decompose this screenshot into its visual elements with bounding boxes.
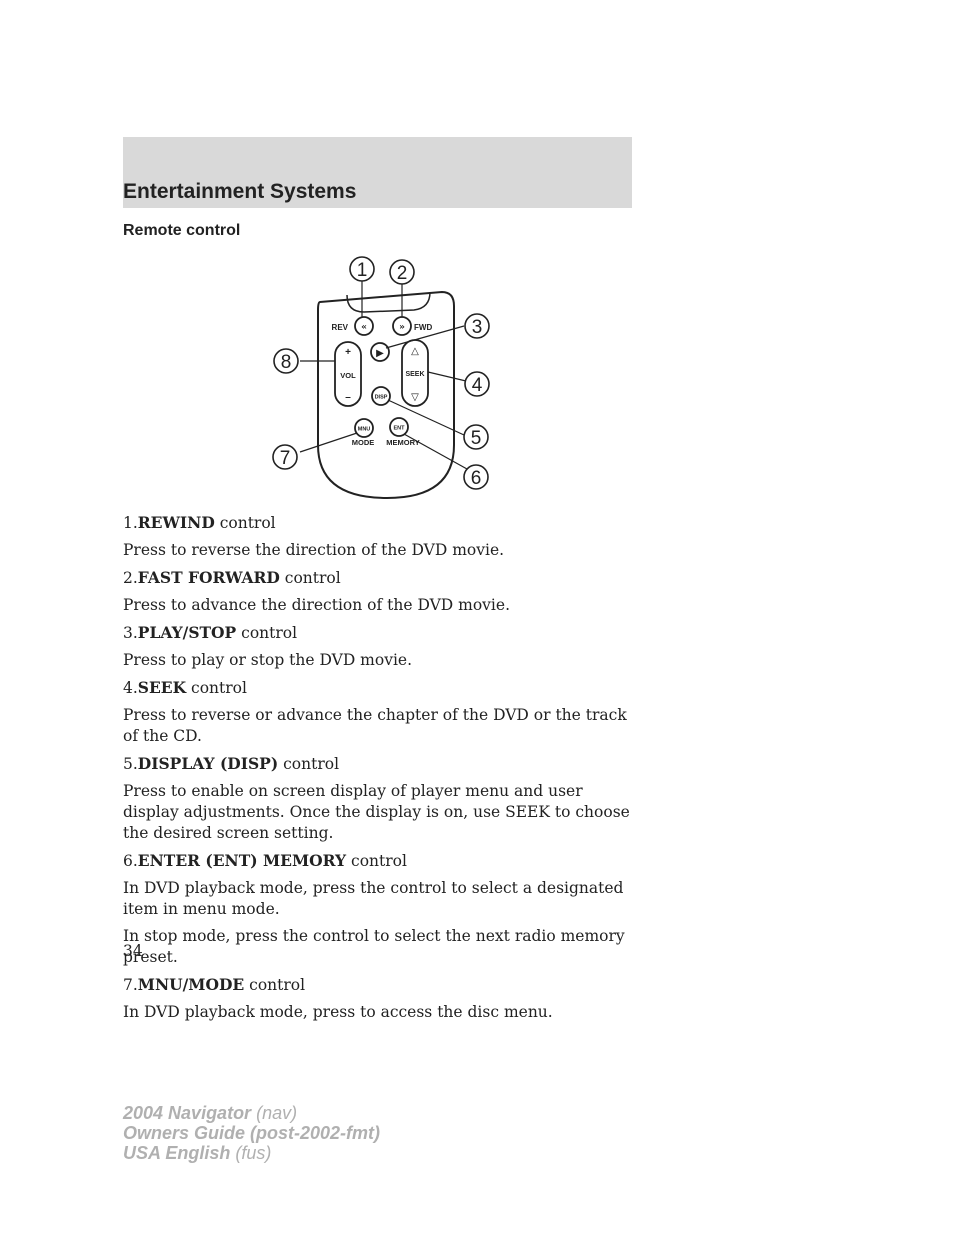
svg-text:5: 5 [471,428,482,449]
callout-6: 6 [463,464,489,490]
callout-3: 3 [464,313,490,339]
item-heading: 4.SEEK control [123,678,247,697]
vol-minus: – [345,392,351,403]
disp-button [371,386,391,406]
footer: 2004 Navigator (nav) Owners Guide (post-… [123,1103,380,1163]
mnu-button [354,418,374,438]
ent-label: ENT [394,426,406,432]
item-description: Press to reverse the direction of the DV… [123,541,505,559]
callout-4: 4 [464,371,490,397]
svg-text:3: 3 [472,317,483,338]
item-description: Press to advance the direction of the DV… [123,596,510,614]
seek-up-icon: △ [411,346,419,357]
top-bracket [346,291,431,313]
fast-forward-icon: » [399,323,405,333]
rev-label: REV [332,323,349,332]
svg-text:8: 8 [281,352,292,373]
item-heading: 7.MNU/MODE control [123,975,306,994]
item-heading: 1.REWIND control [123,513,276,532]
footer-line-3: USA English (fus) [123,1143,272,1163]
footer-line-1: 2004 Navigator (nav) [123,1103,298,1123]
item-heading: 5.DISPLAY (DISP) control [123,754,340,773]
svg-text:6: 6 [471,468,482,489]
rewind-icon: « [361,323,367,333]
callout-2: 2 [389,259,415,285]
item-description: In stop mode, press the control to selec… [123,927,625,966]
body-text: 1.REWIND control Press to reverse the di… [123,512,633,1029]
page-number: 34 [123,942,143,960]
play-stop-button [370,342,390,362]
item-description: In DVD playback mode, press to access th… [123,1003,553,1021]
volume-button [334,341,362,407]
seek-down-icon: ▽ [411,392,419,403]
mode-label: MODE [352,438,375,447]
leader-lines [299,281,468,470]
svg-text:2: 2 [397,263,408,284]
svg-text:7: 7 [280,448,291,469]
item-description: Press to play or stop the DVD movie. [123,651,413,669]
remote-control-diagram: « REV » FWD + VOL – ▶ △ SEEK ▽ DISP MNU … [272,256,490,500]
memory-label: MEMORY [386,438,419,447]
callout-7: 7 [272,444,298,470]
vol-plus: + [345,347,351,358]
footer-line-2: Owners Guide (post-2002-fmt) [123,1123,381,1143]
disp-label: DISP [375,395,388,401]
fwd-label: FWD [414,323,432,332]
callout-5: 5 [463,424,489,450]
item-description: In DVD playback mode, press the control … [123,879,624,918]
callout-1: 1 [349,256,375,282]
item-description: Press to reverse or advance the chapter … [123,706,627,745]
vol-label: VOL [340,371,356,380]
svg-text:4: 4 [472,375,483,396]
svg-text:1: 1 [357,260,368,281]
play-stop-icon: ▶ [376,348,384,359]
item-description: Press to enable on screen display of pla… [123,782,630,842]
rewind-button [354,316,374,336]
item-heading: 6.ENTER (ENT) MEMORY control [123,851,407,870]
callout-8: 8 [273,348,299,374]
item-heading: 3.PLAY/STOP control [123,623,298,642]
section-title: Remote control [123,222,241,239]
mnu-label: MNU [358,427,371,433]
page-title: Entertainment Systems [123,180,357,203]
ent-button [389,417,409,437]
seek-label: SEEK [405,371,424,378]
header-band [123,137,632,208]
item-heading: 2.FAST FORWARD control [123,568,341,587]
